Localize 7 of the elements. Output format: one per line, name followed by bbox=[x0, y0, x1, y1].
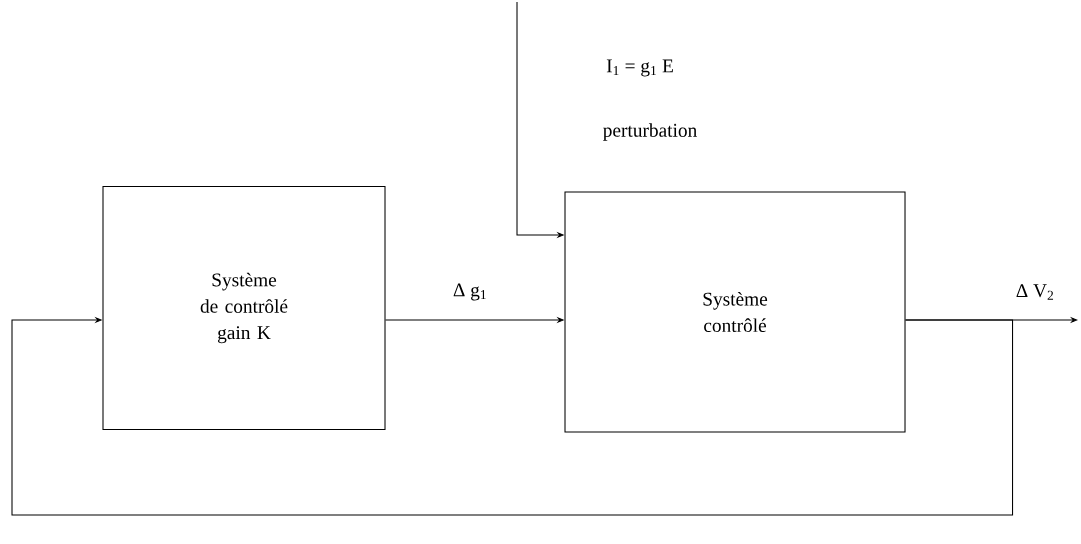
edge-label: I$_{1}$ = g$_{1}$ E bbox=[605, 58, 675, 78]
arrow bbox=[11, 316, 1014, 516]
edge-label: Δ g$_{1}$ bbox=[452, 282, 488, 302]
process-box: Système de contrôlé gain K bbox=[102, 185, 386, 431]
label: perturbation bbox=[603, 123, 697, 141]
edge-label: Δ V$_{2}$ bbox=[1014, 283, 1056, 301]
process-box: Système contrôlé bbox=[564, 191, 906, 433]
